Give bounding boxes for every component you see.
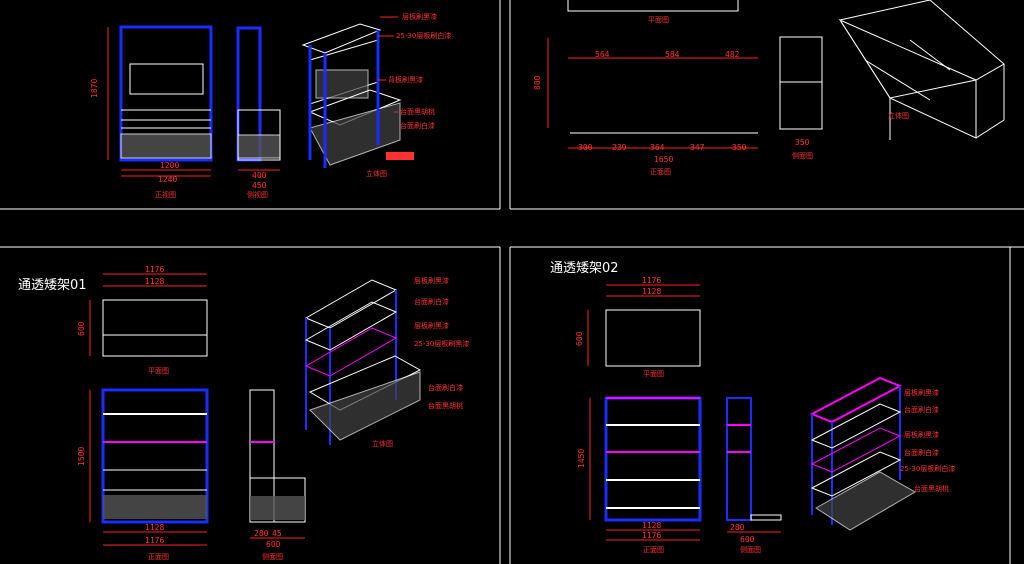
br-caption-front: 正面图: [643, 546, 664, 554]
tr-front-height: 800: [533, 75, 542, 90]
bl-iso-notes: 层板刷黑漆 台面刷白漆 层板刷黑漆 25-30层板刷黑漆 台面刷白漆 台面黑胡桃…: [372, 276, 469, 448]
br-side-dim-2: 600: [740, 535, 755, 544]
bl-note-2: 台面刷白漆: [414, 297, 449, 306]
bl-front-dim-2: 1176: [145, 536, 164, 545]
br-side-view: 280 600 侧面图: [726, 397, 782, 554]
tl-note-5: 台面刷白漆: [400, 121, 435, 130]
tl-side-depth: 400: [252, 171, 267, 180]
br-plan-view: 1176 1128 600 平面图: [575, 276, 701, 378]
br-front-dim-2: 1176: [642, 531, 661, 540]
title-low-rack-01: 通透矮架01: [18, 278, 87, 293]
tr-front-total: 1650: [654, 155, 673, 164]
bl-side-dim-2: 45: [272, 529, 282, 538]
tl-note-4: 台面黑胡桃: [400, 107, 435, 116]
bl-plan-view: 1176 1128 600 平面图: [77, 265, 208, 375]
tr-front-dim-2: 239: [612, 143, 627, 152]
bl-note-5: 台面刷白漆: [428, 383, 463, 392]
bl-caption-front: 正面图: [148, 553, 169, 561]
br-note-3: 层板刷黑漆: [904, 430, 939, 439]
bl-plan-height: 600: [77, 321, 86, 336]
br-side-dim-1: 280: [730, 523, 745, 532]
tr-front-dim-5: 350: [732, 143, 747, 152]
tl-iso-notes: 层板刷黑漆 25-30层板刷白漆 背板刷黑漆 台面黑胡桃 台面刷白漆 立体图: [366, 12, 451, 178]
br-caption-plan: 平面图: [643, 370, 664, 378]
bl-iso-view: [304, 279, 422, 445]
br-iso-view: [809, 376, 916, 531]
bl-side-dim-3: 600: [266, 540, 281, 549]
br-caption-side: 侧面图: [740, 545, 761, 554]
br-note-4: 台面刷白漆: [904, 448, 939, 457]
bl-caption-plan: 平面图: [148, 367, 169, 375]
top-left-front-view: 1870 1200 1240 正视图: [90, 25, 213, 199]
tr-plan-dim-2: 584: [665, 50, 680, 59]
top-right-front-view: 800 300 239 364 347 350 1650 正面图: [533, 38, 758, 176]
bl-plan-dim-2: 1128: [145, 277, 164, 286]
bl-note-6: 台面黑胡桃: [428, 401, 463, 410]
br-note-1: 层板刷黑漆: [904, 388, 939, 397]
bl-caption-side: 侧面图: [262, 552, 283, 561]
br-front-dim-1: 1128: [642, 521, 661, 530]
top-left-iso-view: [301, 23, 414, 168]
top-left-side-view: 400 450 侧视图: [236, 26, 281, 199]
tl-side-total: 450: [252, 181, 267, 190]
bl-caption-iso: 立体图: [372, 439, 393, 448]
br-plan-height: 600: [575, 331, 584, 346]
bl-front-dim-1: 1128: [145, 523, 164, 532]
br-iso-notes: 层板刷黑漆 台面刷白漆 层板刷黑漆 台面刷白漆 25-30层板刷白漆 台面黑胡桃: [900, 388, 955, 493]
tl-caption-front: 正视图: [155, 190, 176, 199]
tl-note-1: 层板刷黑漆: [402, 12, 437, 21]
tr-plan-dim-1: 564: [595, 50, 610, 59]
tr-small-width: 350: [795, 138, 810, 147]
top-right-side-view: 350 侧面图: [779, 36, 823, 160]
tr-caption-plan: 平面图: [648, 16, 669, 24]
br-plan-dim-2: 1128: [642, 287, 661, 296]
tr-caption-side: 侧面图: [792, 151, 813, 160]
top-right-iso-view: 立体图: [838, 0, 1005, 140]
bl-front-view: 1500 1128 1176 正面图: [77, 388, 209, 561]
bl-note-4: 25-30层板刷黑漆: [414, 339, 469, 348]
br-front-height: 1450: [577, 449, 586, 468]
bl-plan-dim-1: 1176: [145, 265, 164, 274]
tl-note-3: 背板刷黑漆: [388, 75, 423, 84]
br-note-6: 台面黑胡桃: [914, 484, 949, 493]
tl-note-2: 25-30层板刷白漆: [396, 31, 451, 40]
br-plan-dim-1: 1176: [642, 276, 661, 285]
bl-side-dim-1: 280: [254, 529, 269, 538]
br-note-2: 台面刷白漆: [904, 405, 939, 414]
tr-front-dim-3: 364: [650, 143, 665, 152]
top-right-plan-view: 平面图 564 584 482: [567, 0, 758, 59]
bl-note-3: 层板刷黑漆: [414, 321, 449, 330]
bl-side-view: 280 45 600 侧面图: [249, 389, 306, 561]
tr-front-dim-4: 347: [690, 143, 705, 152]
br-note-5: 25-30层板刷白漆: [900, 464, 955, 473]
bl-front-height: 1500: [77, 447, 86, 466]
br-front-view: 1450 1128 1176 正面图: [577, 396, 702, 554]
tl-caption-iso: 立体图: [366, 169, 387, 178]
tl-front-height: 1870: [90, 79, 99, 98]
tr-caption-iso: 立体图: [888, 111, 909, 120]
bl-note-1: 层板刷黑漆: [414, 276, 449, 285]
tr-caption-front: 正面图: [650, 168, 671, 176]
tr-front-dim-1: 300: [578, 143, 593, 152]
title-low-rack-02: 通透矮架02: [550, 261, 619, 276]
tl-front-width: 1240: [158, 175, 177, 184]
tr-plan-dim-3: 482: [725, 50, 740, 59]
tl-front-sub: 1200: [160, 161, 179, 170]
tl-caption-side: 侧视图: [247, 190, 268, 199]
